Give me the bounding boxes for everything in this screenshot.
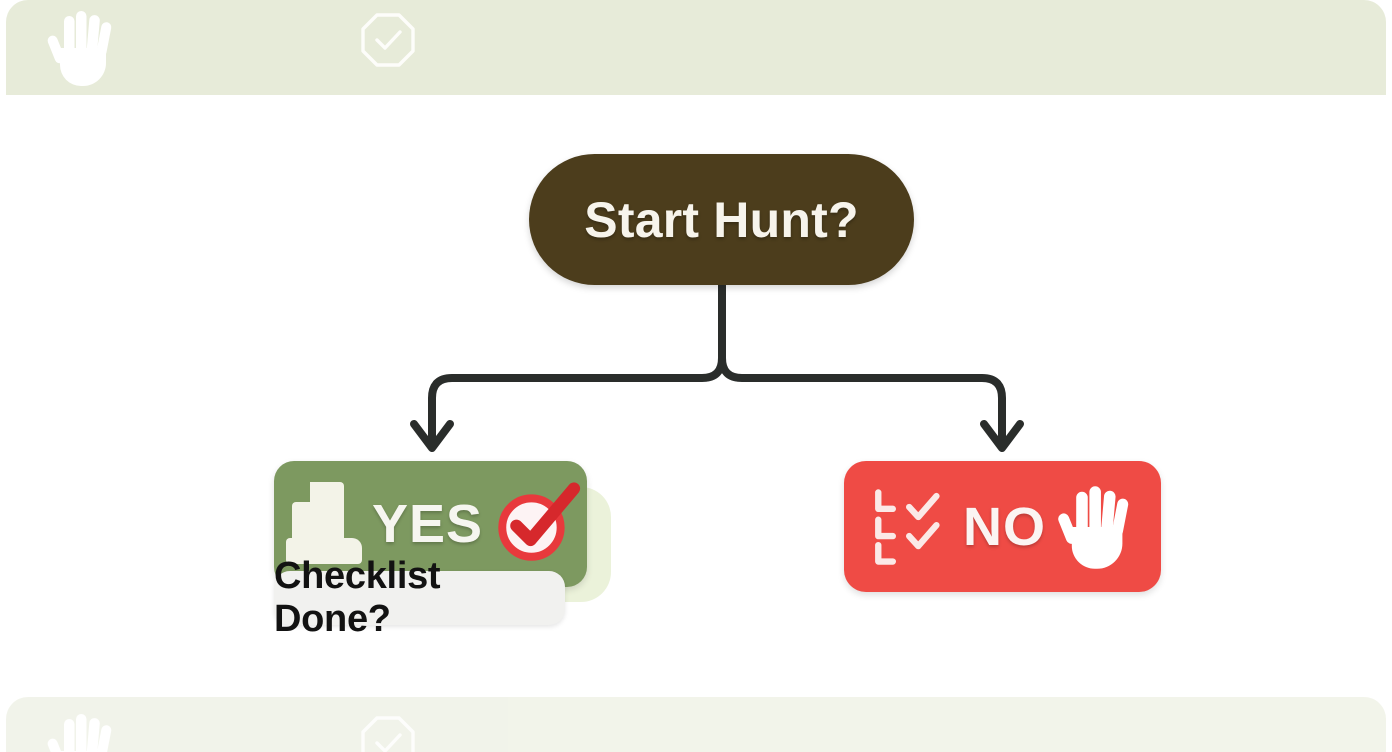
caption-checklist-done[interactable]: Checklist Done?	[274, 555, 565, 640]
node-start-hunt[interactable]: Start Hunt?	[529, 154, 914, 285]
checklist-icon	[869, 487, 953, 567]
node-no[interactable]: NO	[844, 461, 1161, 592]
caption-checklist-done-label: Checklist Done?	[274, 555, 441, 640]
node-yes-label: YES	[371, 494, 484, 554]
node-no-label: NO	[963, 496, 1046, 557]
octagon-check-icon	[358, 10, 418, 72]
node-start-hunt-label: Start Hunt?	[584, 191, 859, 248]
raised-hand-icon	[1056, 483, 1136, 571]
check-circle-icon	[489, 478, 581, 570]
raised-hand-icon	[46, 711, 118, 752]
raised-hand-icon	[46, 8, 118, 88]
octagon-check-icon	[358, 713, 418, 752]
node-yes[interactable]: YES	[274, 461, 587, 587]
bottom-decorative-band	[6, 697, 1386, 752]
top-decorative-band	[6, 0, 1386, 95]
boot-icon	[280, 476, 366, 572]
